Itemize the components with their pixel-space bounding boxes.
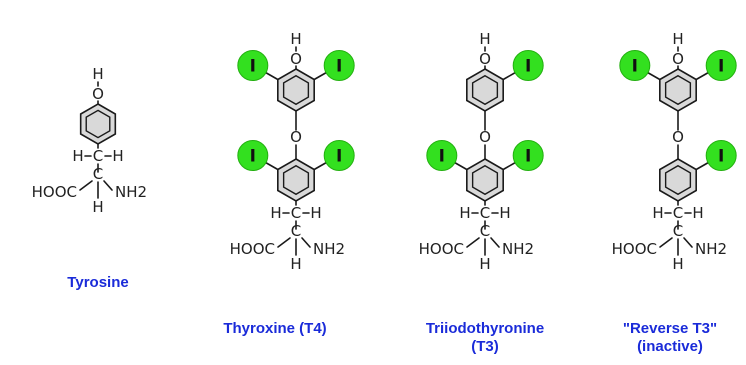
triiodothyronine-amine-group: NH2 xyxy=(502,240,534,258)
thyroxine-outer-ring-left-iodine-highlight xyxy=(237,50,269,81)
thyroxine-ch2-h-right: H xyxy=(310,204,321,222)
thyroxine-inner-ring-left-iodine-highlight xyxy=(237,140,269,171)
reverse-t3-ether-oxygen: O xyxy=(672,128,684,146)
reverse-t3-inner-ring-right-iodine-highlight xyxy=(705,140,737,171)
tyrosine-carboxyl-bond xyxy=(79,180,93,191)
reverse-t3-outer-ring-aromatic-bonds xyxy=(664,74,692,106)
triiodothyronine-inner-ring-left-iodine-symbol: I xyxy=(439,147,445,167)
reverse-t3-outer-ring-left-iodine-highlight xyxy=(619,50,651,81)
reverse-t3-amine-bond xyxy=(683,237,693,248)
triiodothyronine-outer-ring-right-iodine-symbol: I xyxy=(525,57,531,77)
reverse-t3-carboxyl-group: HOOC xyxy=(612,240,657,258)
reverse-t3-outer-ring-right-iodine-highlight xyxy=(705,50,737,81)
compound-label-tyrosine: Tyrosine xyxy=(48,274,148,292)
thyroxine-carboxyl-bond xyxy=(277,237,291,248)
triiodothyronine-inner-ring-aromatic-bonds xyxy=(471,164,499,196)
triiodothyronine-ch2-h-right: H xyxy=(499,204,510,222)
reverse-t3-name-line2: (inactive) xyxy=(637,338,703,355)
tyrosine-hydroxyl-hydrogen: H xyxy=(92,65,103,83)
reverse-t3-ch2-h-left: H xyxy=(652,204,663,222)
tyrosine-ch2-h-right: H xyxy=(112,147,123,165)
thyroxine-outer-ring-left-iodine-symbol: I xyxy=(250,57,256,77)
triiodothyronine-carboxyl-group: HOOC xyxy=(419,240,464,258)
triiodothyronine-inner-ring-right-iodine-highlight xyxy=(512,140,544,171)
thyroxine-amine-group: NH2 xyxy=(313,240,345,258)
tyrosine-alpha-carbon: C xyxy=(93,165,103,183)
reverse-t3-outer-ring-left-iodine-symbol: I xyxy=(632,57,638,77)
triiodothyronine-inner-ring-right-iodine-symbol: I xyxy=(525,147,531,167)
triiodothyronine-outer-ring-aromatic-bonds xyxy=(471,74,499,106)
tyrosine-name: Tyrosine xyxy=(67,274,129,291)
reverse-t3-hydroxyl-hydrogen: H xyxy=(672,30,683,48)
tyrosine-amine-group: NH2 xyxy=(115,183,147,201)
reverse-t3-ch2-carbon: C xyxy=(673,204,683,222)
thyroxine-inner-ring-aromatic-bonds xyxy=(282,164,310,196)
thyroxine-name: Thyroxine (T4) xyxy=(223,320,327,337)
triiodothyronine-ether-oxygen: O xyxy=(479,128,491,146)
triiodothyronine-hydroxyl-hydrogen: H xyxy=(479,30,490,48)
triiodothyronine-carboxyl-bond xyxy=(466,237,480,248)
reverse-t3-ch2-h-right: H xyxy=(692,204,703,222)
triiodothyronine-amine-bond xyxy=(490,237,500,248)
reverse-t3-outer-ring-right-iodine-symbol: I xyxy=(718,57,724,77)
thyroxine-ch2-h-left: H xyxy=(270,204,281,222)
compound-label-thyroxine: Thyroxine (T4) xyxy=(195,320,355,338)
tyrosine-phenyl-ring-aromatic-bonds xyxy=(85,109,111,139)
triiodothyronine-name-line1: Triiodothyronine xyxy=(425,320,545,337)
thyroxine-ether-oxygen: O xyxy=(290,128,302,146)
triiodothyronine-hydroxyl-oxygen: O xyxy=(479,50,491,68)
thyroxine-hydroxyl-oxygen: O xyxy=(290,50,302,68)
triiodothyronine-ch2-h-left: H xyxy=(459,204,470,222)
thyroxine-outer-ring-right-iodine-symbol: I xyxy=(336,57,342,77)
triiodothyronine-outer-ring-right-iodine-highlight xyxy=(512,50,544,81)
triiodothyronine-ch2-carbon: C xyxy=(480,204,490,222)
thyroxine-alpha-hydrogen: H xyxy=(290,255,301,273)
tyrosine-amine-bond xyxy=(103,180,113,191)
reverse-t3-carboxyl-bond xyxy=(659,237,673,248)
compound-label-reverse-t3: "Reverse T3" (inactive) xyxy=(590,320,746,356)
thyroxine-outer-ring-aromatic-bonds xyxy=(282,74,310,106)
reverse-t3-hydroxyl-oxygen: O xyxy=(672,50,684,68)
triiodothyronine-alpha-carbon: C xyxy=(480,222,490,240)
reverse-t3-alpha-hydrogen: H xyxy=(672,255,683,273)
thyroxine-alpha-carbon: C xyxy=(291,222,301,240)
compound-label-triiodothyronine: Triiodothyronine (T3) xyxy=(405,320,565,356)
triiodothyronine-alpha-hydrogen: H xyxy=(479,255,490,273)
thyroxine-inner-ring-right-iodine-highlight xyxy=(323,140,355,171)
reverse-t3-inner-ring-aromatic-bonds xyxy=(664,164,692,196)
reverse-t3-name-line1: "Reverse T3" xyxy=(622,320,718,337)
thyroxine-ch2-carbon: C xyxy=(291,204,301,222)
thyroxine-amine-bond xyxy=(301,237,311,248)
triiodothyronine-inner-ring-left-iodine-highlight xyxy=(426,140,458,171)
thyroxine-carboxyl-group: HOOC xyxy=(230,240,275,258)
triiodothyronine-name-line2: (T3) xyxy=(471,338,499,355)
tyrosine-ch2-carbon: C xyxy=(93,147,103,165)
thyroxine-hydroxyl-hydrogen: H xyxy=(290,30,301,48)
tyrosine-alpha-hydrogen: H xyxy=(92,198,103,216)
thyroxine-outer-ring-right-iodine-highlight xyxy=(323,50,355,81)
reverse-t3-inner-ring-right-iodine-symbol: I xyxy=(718,147,724,167)
tyrosine-ch2-h-left: H xyxy=(72,147,83,165)
reverse-t3-amine-group: NH2 xyxy=(695,240,727,258)
tyrosine-hydroxyl-oxygen: O xyxy=(92,85,104,103)
thyroxine-inner-ring-left-iodine-symbol: I xyxy=(250,147,256,167)
thyroxine-inner-ring-right-iodine-symbol: I xyxy=(336,147,342,167)
reverse-t3-alpha-carbon: C xyxy=(673,222,683,240)
tyrosine-carboxyl-group: HOOC xyxy=(32,183,77,201)
